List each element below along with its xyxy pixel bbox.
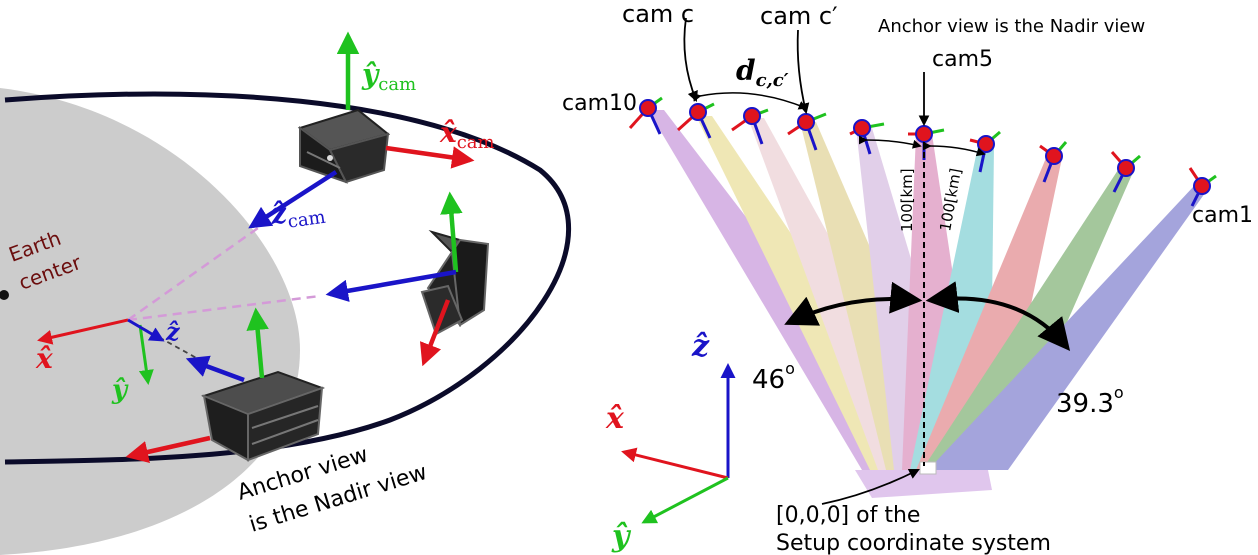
y-axis-label: ŷ xyxy=(111,375,129,405)
cam-c-prime-label: cam c′ xyxy=(760,2,838,30)
origin-label-2: Setup coordinate system xyxy=(776,531,1051,555)
angle-right-label: 39.3o xyxy=(1056,383,1124,419)
origin-label-1: [0,0,0] of the xyxy=(776,503,920,528)
z-axis-arrow xyxy=(127,318,165,342)
cam5-label: cam5 xyxy=(932,47,993,72)
setup-y-label: ŷ xyxy=(611,519,632,554)
dcc-label: dc,c′ xyxy=(736,54,789,91)
bottom-green-arrow xyxy=(246,307,269,379)
anchor-label-right: Anchor view is the Nadir view xyxy=(878,16,1145,37)
camera-cam1 xyxy=(1188,167,1217,207)
angle-arc-right xyxy=(925,281,1071,351)
origin-pointer xyxy=(821,469,920,505)
x-axis-label: x̂ xyxy=(35,342,53,375)
z-axis-label: ẑ xyxy=(165,317,181,346)
bottom-red-arrow xyxy=(125,435,211,464)
cam-c-pointer xyxy=(683,17,698,103)
angle-arc-left xyxy=(784,281,923,326)
cam-c-prime-pointer xyxy=(796,29,810,115)
camera-cam10 xyxy=(628,96,663,135)
earth-center-dot xyxy=(0,290,9,300)
z-cam-arrow xyxy=(248,170,338,229)
mid-blue-arrow xyxy=(325,269,457,302)
mid-red-arrow xyxy=(420,299,451,367)
angle-left-label: 46o xyxy=(752,359,795,395)
x-axis-arrow xyxy=(37,318,129,345)
cam10-label: cam10 xyxy=(562,91,637,116)
sightline-top xyxy=(127,226,259,322)
x-cam-label: x̂cam xyxy=(439,116,495,153)
sightline-mid xyxy=(127,294,321,322)
camera-cam7 xyxy=(787,112,827,151)
left-panel: Earth center x̂ ŷ ẑ ŷcam x̂cam ẑcam xyxy=(0,31,572,555)
setup-z-label: ẑ xyxy=(691,329,710,364)
dcc-arc xyxy=(692,92,808,110)
bottom-blue-arrow xyxy=(185,355,245,383)
satellite-bottom xyxy=(201,370,325,462)
orbit-path xyxy=(4,91,572,465)
camera-cam2 xyxy=(1110,151,1141,193)
dist-arc-b xyxy=(922,141,986,157)
mid-green-arrow xyxy=(440,191,463,273)
origin-marker xyxy=(919,461,937,475)
distance-label-b: 100[km] xyxy=(936,167,965,233)
cam-c-label: cam c xyxy=(622,0,694,28)
camera-markers xyxy=(628,96,1217,207)
dist-arc-a xyxy=(858,135,922,149)
y-cam-label: ŷcam xyxy=(361,58,416,95)
satellite-top xyxy=(297,108,391,184)
right-panel: cam c cam c′ dc,c′ Anchor view is the Na… xyxy=(562,0,1253,555)
distance-label-a: 100[km] xyxy=(898,168,916,232)
setup-y-arrow xyxy=(641,476,729,524)
y-axis-arrow xyxy=(138,324,154,385)
cam1-label: cam1 xyxy=(1192,203,1253,228)
ground-patch xyxy=(855,470,992,498)
camera-cam3 xyxy=(1039,141,1068,183)
setup-x-arrow xyxy=(621,447,729,480)
z-cam-label: ẑcam xyxy=(267,191,326,235)
setup-x-label: x̂ xyxy=(605,401,625,436)
x-cam-arrow xyxy=(385,145,475,169)
